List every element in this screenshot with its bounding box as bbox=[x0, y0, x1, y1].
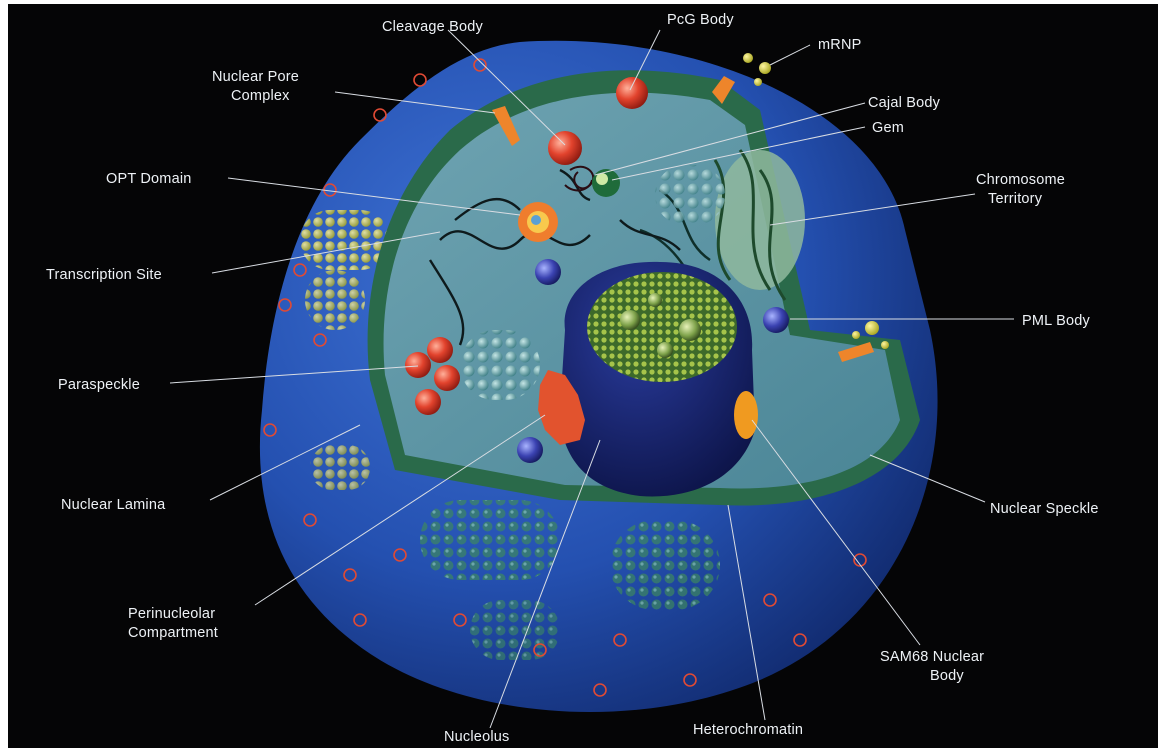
sam68-nuclear-body bbox=[734, 391, 758, 439]
label-sam68-nuclear-body-line1: SAM68 Nuclear bbox=[880, 649, 984, 665]
label-paraspeckle: Paraspeckle bbox=[58, 377, 140, 393]
opt-domain bbox=[518, 202, 558, 242]
label-cleavage-body: Cleavage Body bbox=[382, 19, 483, 35]
nucleolus bbox=[560, 262, 755, 497]
label-gem: Gem bbox=[872, 120, 904, 136]
label-nuclear-pore-complex-line1: Nuclear Pore bbox=[212, 69, 299, 85]
label-mrnp: mRNP bbox=[818, 37, 862, 53]
pcg-body bbox=[616, 77, 648, 109]
label-nuclear-pore-complex-line2: Complex bbox=[231, 88, 290, 104]
label-heterochromatin: Heterochromatin bbox=[693, 722, 803, 738]
pml-body bbox=[763, 307, 789, 333]
lower-blue-body bbox=[517, 437, 543, 463]
label-cajal-body: Cajal Body bbox=[868, 95, 941, 111]
label-chromosome-territory-line2: Territory bbox=[988, 191, 1043, 207]
label-transcription-site: Transcription Site bbox=[46, 267, 162, 283]
label-perinucleolar-compartment-line2: Compartment bbox=[128, 625, 218, 641]
label-sam68-nuclear-body-line2: Body bbox=[930, 668, 964, 684]
label-nuclear-lamina: Nuclear Lamina bbox=[61, 497, 166, 513]
gem bbox=[592, 169, 620, 197]
label-chromosome-territory-line1: Chromosome bbox=[976, 172, 1065, 188]
label-perinucleolar-compartment-line1: Perinucleolar bbox=[128, 606, 215, 622]
label-nucleolus: Nucleolus bbox=[444, 729, 509, 745]
label-pcg-body: PcG Body bbox=[667, 12, 734, 28]
label-nuclear-speckle: Nuclear Speckle bbox=[990, 501, 1099, 517]
interchromatin-granules bbox=[655, 165, 725, 225]
interior-blue-body bbox=[535, 259, 561, 285]
label-opt-domain: OPT Domain bbox=[106, 171, 192, 187]
cleavage-body bbox=[548, 131, 582, 165]
speckle-cluster-left bbox=[460, 330, 540, 400]
label-pml-body: PML Body bbox=[1022, 313, 1091, 329]
